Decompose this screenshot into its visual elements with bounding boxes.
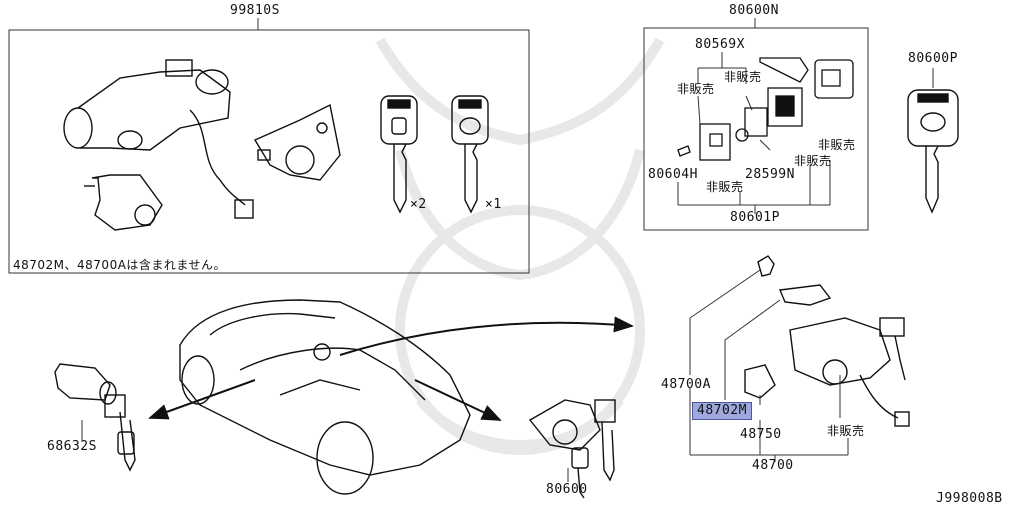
sub-key-icon	[451, 95, 489, 214]
part-48700: 48700	[752, 458, 794, 473]
keyset-leader-lines	[677, 52, 831, 214]
ignition-assembly-icon	[63, 59, 254, 219]
part-48750: 48750	[740, 427, 782, 442]
kit-part-number: 99810S	[230, 3, 280, 18]
kit-box	[8, 29, 530, 274]
part-80569x: 80569X	[695, 37, 745, 52]
door-lock-assembly-icon	[528, 399, 616, 499]
ignition-leader-lines	[689, 269, 849, 462]
not-for-sale-5: 非販売	[706, 180, 744, 194]
drawing-code: J998008B	[936, 491, 1003, 506]
not-for-sale-6: 非販売	[827, 424, 865, 438]
part-80601p: 80601P	[730, 210, 780, 225]
ignition-cylinder-icon	[84, 174, 163, 231]
not-for-sale-4: 非販売	[794, 154, 832, 168]
arrow-lines	[148, 316, 634, 421]
not-for-sale-2: 非販売	[724, 70, 762, 84]
master-key-icon	[380, 95, 418, 214]
kit-note: 48702M、48700Aは含まれません。	[13, 258, 227, 272]
key-qty-a: ×2	[410, 197, 427, 212]
part-28599n: 28599N	[745, 167, 795, 182]
not-for-sale-1: 非販売	[677, 82, 715, 96]
steering-lock-icon	[744, 255, 910, 427]
door-cyl-part-number: 68632S	[47, 439, 97, 454]
keyset-parts-icon	[677, 57, 854, 161]
part-48702m-highlight[interactable]: 48702M	[692, 402, 752, 420]
key-qty-b: ×1	[485, 197, 502, 212]
part-80604h: 80604H	[648, 167, 698, 182]
key-switch-bracket-icon	[253, 103, 341, 181]
keyset-box	[643, 27, 869, 231]
watermark	[375, 37, 665, 455]
door-lock-part-number: 80600	[546, 482, 588, 497]
blank-key-icon	[907, 89, 959, 214]
blank-key-part-number: 80600P	[908, 51, 958, 66]
door-cylinder-icon	[54, 363, 136, 472]
not-for-sale-3: 非販売	[818, 138, 856, 152]
part-48700a: 48700A	[661, 377, 711, 392]
keyset-part-number: 80600N	[729, 3, 779, 18]
